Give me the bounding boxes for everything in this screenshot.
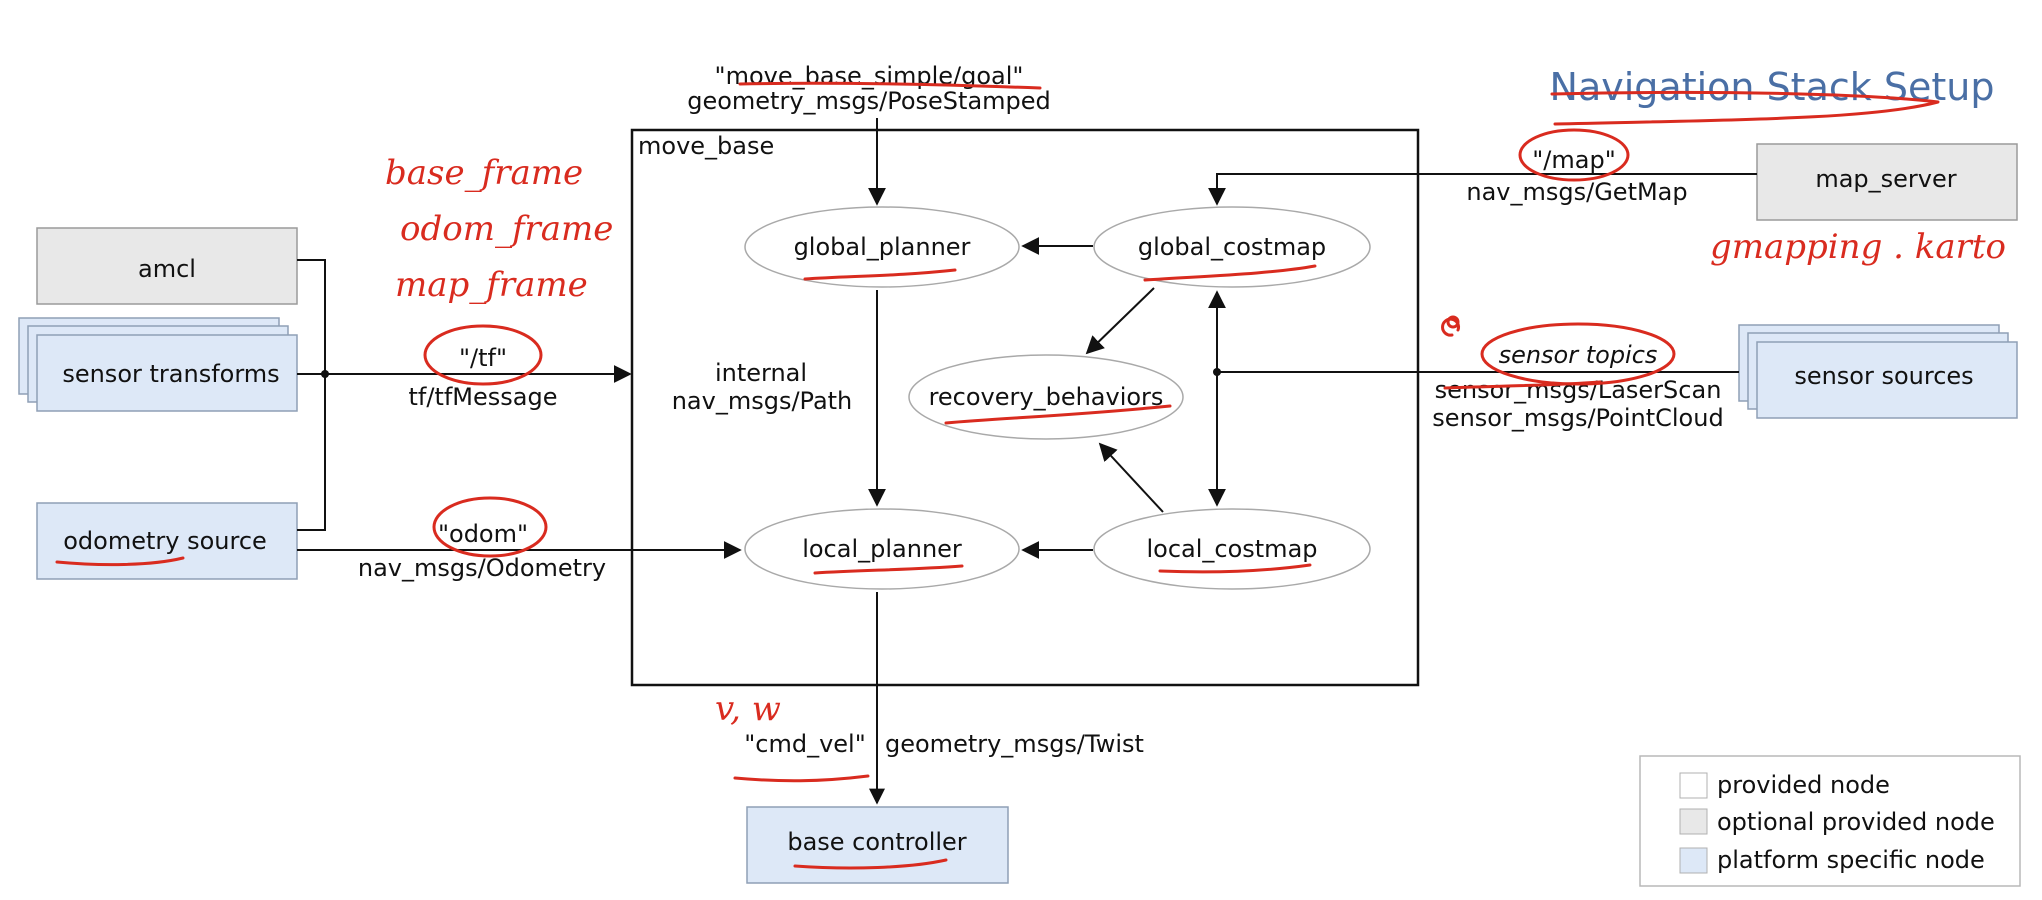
legend-swatch-optional [1679,808,1708,835]
goal-underline [738,81,1042,90]
recovery-underline [944,404,1172,425]
base-controller-underline [793,858,948,870]
local-planner-underline [813,564,964,575]
annotation-base-frame: base_frame [385,153,583,193]
topic-tf-name: "/tf" [459,344,507,372]
annotation-odom-frame: odom_frame [400,209,613,249]
annotation-mapping: gmapping . karto [1710,227,2006,267]
sensor-sources-node[interactable] [1738,324,2018,419]
global-planner-label: global_planner [794,233,971,261]
recovery-behaviors-node[interactable] [908,354,1184,440]
legend-label-platform: platform specific node [1717,846,1985,874]
map-server-label: map_server [1815,165,1956,193]
cmd-vel-underline [733,774,870,783]
local-planner-node[interactable] [744,508,1020,590]
diagram-title: Navigation Stack Setup [1550,65,1995,109]
odom-circle [432,496,548,558]
topic-sensor-name: sensor topics [1499,341,1658,369]
global-planner-node[interactable] [744,206,1020,288]
legend-label-optional: optional provided node [1717,808,1995,836]
internal-path-type: nav_msgs/Path [672,387,853,415]
map-server-node[interactable] [1756,143,2018,221]
legend-swatch-platform [1679,847,1708,874]
topic-cmd-vel-name: "cmd_vel" [744,730,866,758]
topic-odom-type: nav_msgs/Odometry [358,554,606,582]
red-dot-marker [1446,315,1460,329]
edge-global-costmap-to-recovery [1085,287,1155,355]
local-planner-label: local_planner [802,535,962,563]
annotation-velocity: v, w [715,689,781,729]
amcl-label: amcl [138,255,196,283]
topic-map-name: "/map" [1532,146,1615,174]
local-costmap-node[interactable] [1093,508,1371,590]
local-costmap-underline [1158,563,1312,574]
global-costmap-underline [1143,264,1317,282]
topic-sensor-type-pointcloud: sensor_msgs/PointCloud [1432,404,1723,432]
base-controller-node[interactable] [746,806,1009,884]
title-underline [1550,90,1940,126]
topic-sensor-type-laserscan: sensor_msgs/LaserScan [1435,376,1722,404]
map-circle [1518,128,1630,182]
legend-swatch-provided [1679,772,1708,799]
edge-tf-bracket [297,259,326,531]
base-controller-label: base controller [787,828,966,856]
odometry-source-label: odometry source [63,527,267,555]
odometry-underline [55,556,185,567]
topic-goal-type: geometry_msgs/PoseStamped [687,87,1051,115]
sensor-junction-dot [1213,368,1221,376]
topic-tf-type: tf/tfMessage [409,383,558,411]
annotation-map-frame: map_frame [395,265,588,305]
laserscan-underline [1443,380,1602,390]
move-base-label: move_base [638,132,774,160]
amcl-node[interactable] [36,227,298,305]
legend-label-provided: provided node [1717,771,1890,799]
recovery-behaviors-label: recovery_behaviors [929,383,1164,411]
sensor-transforms-label: sensor transforms [62,360,279,388]
tf-circle [423,324,543,386]
local-costmap-label: local_costmap [1146,535,1317,563]
topic-cmd-vel-type: geometry_msgs/Twist [885,730,1144,758]
edge-local-costmap-to-recovery [1098,442,1164,513]
move-base-container [630,128,1420,687]
sensor-sources-label: sensor sources [1794,362,1973,390]
topic-odom-name: "odom" [438,520,528,548]
internal-label: internal [715,359,807,387]
odometry-source-node[interactable] [36,502,298,580]
global-costmap-label: global_costmap [1138,233,1326,261]
handwritten-annotations: base_frame odom_frame map_frame gmapping… [55,81,2006,870]
topic-map-type: nav_msgs/GetMap [1466,178,1687,206]
global-planner-underline [803,268,957,281]
tf-junction-dot [321,370,329,378]
edge-map-server-to-global-costmap [1208,173,1757,206]
sensor-transforms-node[interactable] [18,317,298,412]
